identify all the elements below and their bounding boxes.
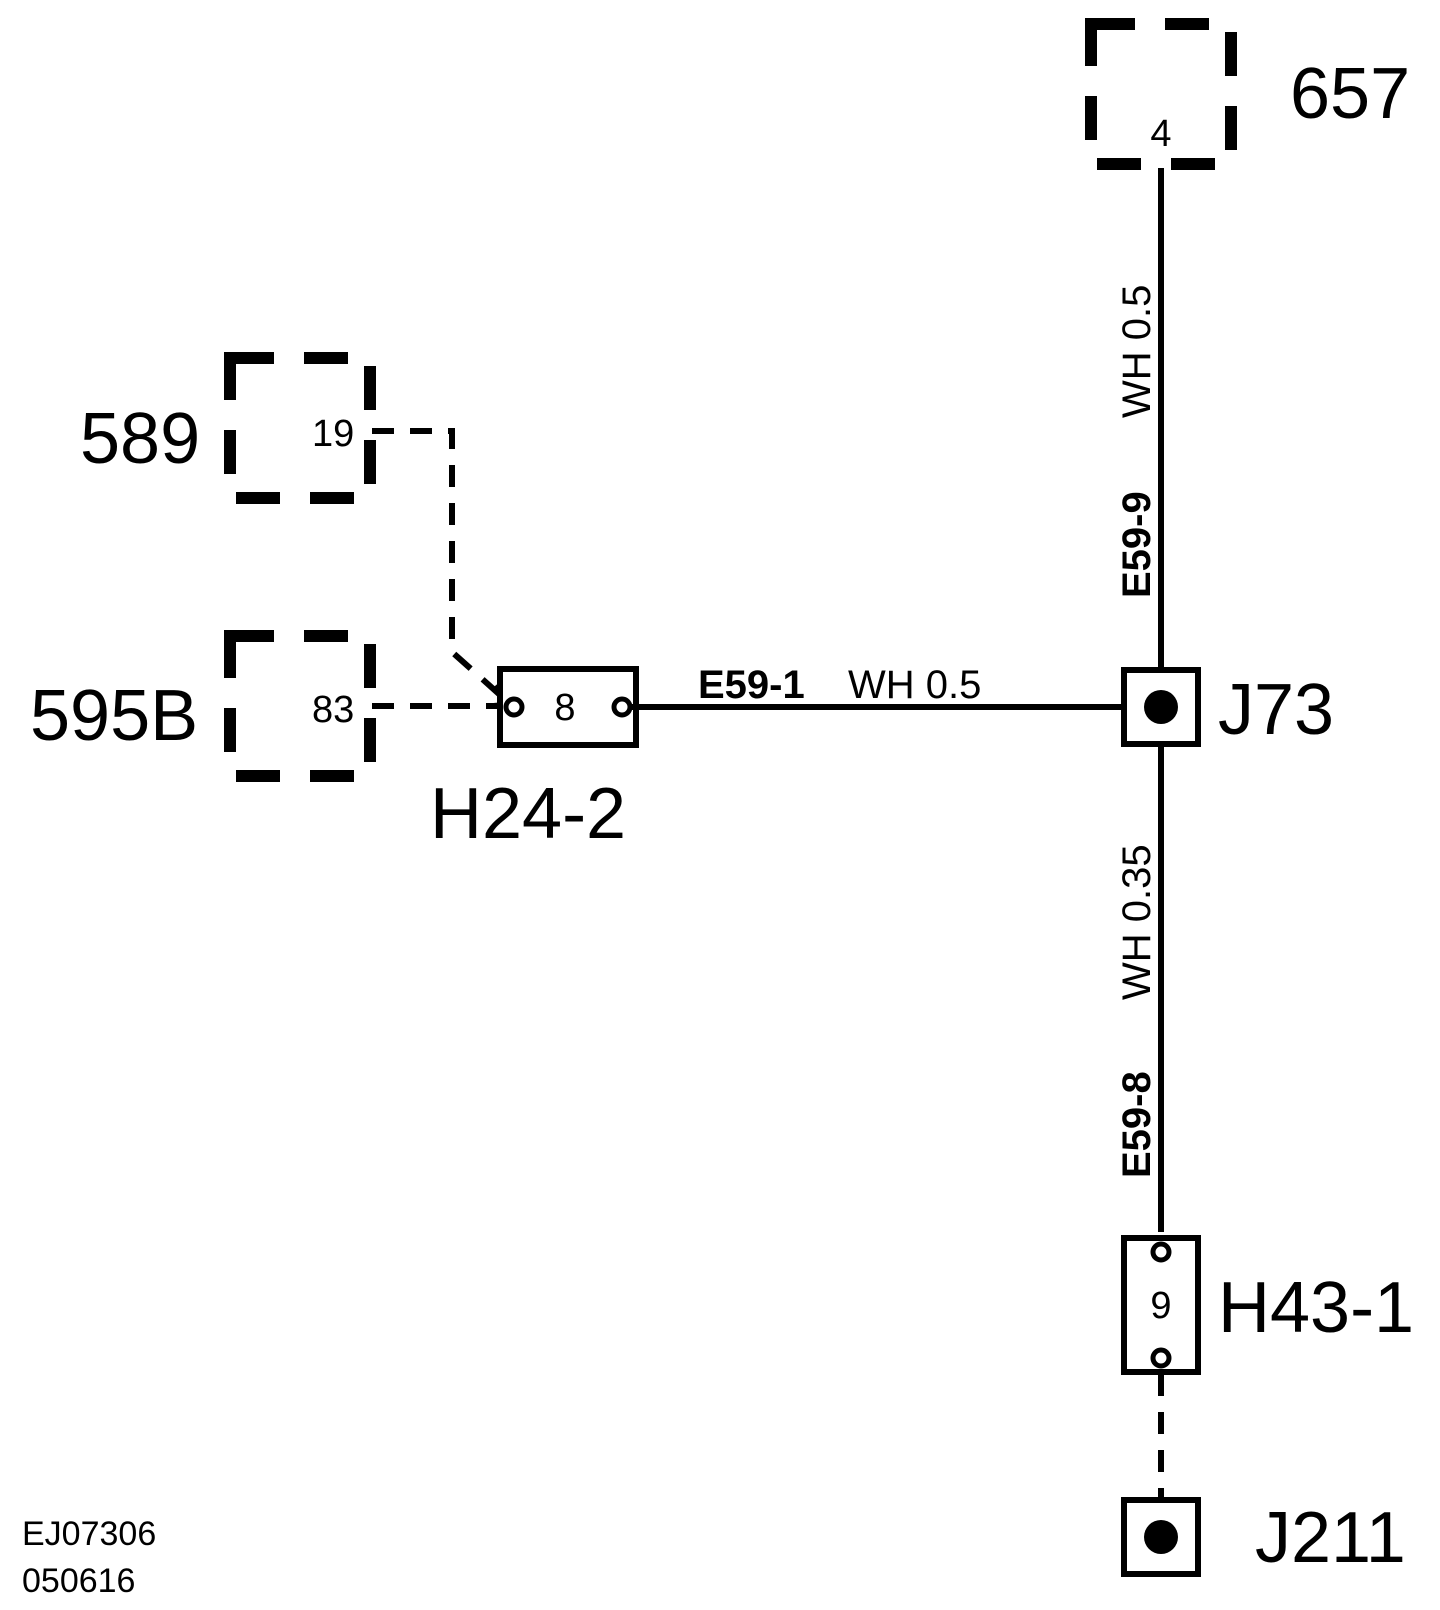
connector-h24-2-pin: 8: [554, 687, 575, 729]
component-595b[interactable]: 83 595B: [30, 630, 376, 782]
connector-h24-2[interactable]: 8 H24-2: [430, 666, 639, 854]
splice-j211[interactable]: J211: [1121, 1497, 1406, 1578]
splice-j211-label: J211: [1255, 1498, 1406, 1578]
splice-j73-label: J73: [1218, 670, 1334, 750]
connector-h43-1-pin: 9: [1150, 1285, 1171, 1327]
component-589[interactable]: 19 589: [80, 352, 376, 504]
component-595b-label: 595B: [30, 676, 198, 756]
component-595b-pin: 83: [312, 689, 354, 731]
connector-h24-2-label: H24-2: [430, 774, 626, 854]
terminal-icon: [611, 696, 633, 718]
connector-h43-1[interactable]: 9 H43-1: [1121, 1235, 1414, 1375]
wire-e59-9-id: E59-9: [1115, 491, 1159, 598]
connector-h43-1-label: H43-1: [1218, 1268, 1414, 1348]
component-657-label: 657: [1290, 54, 1410, 134]
terminal-icon: [1150, 1347, 1172, 1369]
wire-e59-8-spec: WH 0.35: [1115, 844, 1159, 1000]
wire-e59-8-id: E59-8: [1115, 1071, 1159, 1178]
date-code: 050616: [22, 1562, 135, 1600]
splice-dot-icon: [1144, 1520, 1178, 1554]
splice-j211-box: [1121, 1497, 1201, 1577]
component-589-pin: 19: [312, 413, 354, 455]
splice-j73[interactable]: J73: [1121, 667, 1334, 750]
wire-e59-9-spec: WH 0.5: [1115, 285, 1159, 418]
component-589-label: 589: [80, 399, 200, 479]
wire-e59-1-id: E59-1: [698, 663, 805, 707]
component-657-pin: 4: [1150, 113, 1171, 155]
terminal-icon: [503, 696, 525, 718]
terminal-icon: [1150, 1241, 1172, 1263]
wire-e59-1-spec: WH 0.5: [848, 663, 981, 707]
splice-dot-icon: [1144, 690, 1178, 724]
dashed-wire-589-to-h24-2: [372, 428, 510, 705]
reference-code: EJ07306: [22, 1515, 156, 1553]
component-657[interactable]: 4 657: [1085, 18, 1410, 170]
